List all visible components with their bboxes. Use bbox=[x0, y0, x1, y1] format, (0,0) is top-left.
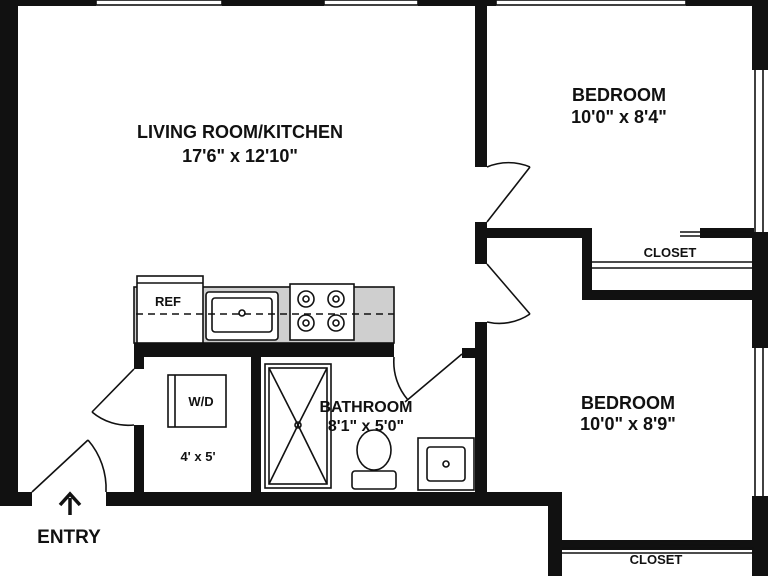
burner-4 bbox=[327, 314, 345, 332]
door-entry[interactable] bbox=[31, 439, 89, 493]
wall-center-lower bbox=[475, 322, 487, 496]
window-top-a bbox=[95, 0, 223, 6]
washer-dryer-label: W/D bbox=[188, 394, 213, 409]
burner-3 bbox=[297, 314, 315, 332]
wall-right-c bbox=[752, 496, 768, 576]
wall-top-a bbox=[0, 0, 96, 6]
bath-sink bbox=[426, 446, 466, 482]
wall-laundry-left-b bbox=[134, 425, 144, 496]
kitchen bbox=[133, 275, 395, 344]
doors bbox=[31, 161, 531, 493]
wall-bottom-a bbox=[0, 492, 32, 506]
wall-laundry-bath bbox=[251, 343, 261, 496]
wall-closet1-bottom bbox=[582, 290, 754, 300]
wall-center-upper bbox=[475, 0, 487, 167]
toilet-tank bbox=[351, 470, 397, 490]
refrigerator-label: REF bbox=[155, 294, 181, 309]
bathroom bbox=[264, 363, 475, 491]
wall-closet1-top bbox=[485, 228, 592, 238]
bedroom1-dims: 10'0" x 8'4" bbox=[571, 107, 667, 127]
closet-doors bbox=[562, 231, 754, 554]
entry-arrow-icon bbox=[58, 491, 82, 515]
door-laundry[interactable] bbox=[91, 368, 135, 413]
wall-kitchen-bath bbox=[134, 343, 394, 357]
closet2-label: CLOSET bbox=[630, 552, 683, 567]
stove bbox=[289, 283, 355, 341]
labels: LIVING ROOM/KITCHEN 17'6" x 12'10" BEDRO… bbox=[37, 85, 696, 567]
wall-left bbox=[0, 0, 18, 496]
wall-bottom-step bbox=[548, 492, 562, 576]
living-room-dims: 17'6" x 12'10" bbox=[182, 146, 298, 166]
refrigerator bbox=[136, 275, 204, 344]
wall-bottom-right bbox=[548, 540, 752, 550]
door-bedroom1[interactable] bbox=[486, 166, 531, 223]
wall-center-mid bbox=[475, 222, 487, 264]
door-bathroom-swing bbox=[392, 356, 409, 401]
laundry bbox=[167, 374, 227, 428]
door-laundry-swing bbox=[91, 411, 135, 427]
burner-1 bbox=[297, 290, 315, 308]
entry-label: ENTRY bbox=[37, 527, 101, 548]
bathroom-dims: 8'1" x 5'0" bbox=[328, 418, 404, 435]
windows bbox=[95, 0, 764, 496]
laundry-dims: 4' x 5' bbox=[180, 449, 215, 464]
wall-top-d bbox=[686, 0, 768, 6]
wall-right-b bbox=[752, 232, 768, 348]
wall-kitchen-bath-r bbox=[462, 348, 480, 358]
wall-right-a bbox=[752, 0, 768, 70]
closet1-label: CLOSET bbox=[644, 245, 697, 260]
bedroom2-dims: 10'0" x 8'9" bbox=[580, 414, 676, 434]
window-top-b bbox=[323, 0, 419, 6]
wall-laundry-left-a bbox=[134, 343, 144, 369]
wall-bottom-b bbox=[106, 492, 562, 506]
living-room-name: LIVING ROOM/KITCHEN bbox=[137, 122, 343, 142]
door-bedroom2-swing bbox=[486, 313, 531, 325]
washer-dryer bbox=[167, 374, 227, 428]
toilet-bowl bbox=[356, 429, 392, 471]
window-top-c bbox=[495, 0, 687, 6]
door-entry-swing bbox=[87, 439, 107, 493]
bedroom2-name: BEDROOM bbox=[581, 393, 675, 413]
door-bedroom2[interactable] bbox=[486, 263, 531, 315]
bedroom1-name: BEDROOM bbox=[572, 85, 666, 105]
burner-2 bbox=[327, 290, 345, 308]
wall-closet1-top-r bbox=[700, 228, 754, 238]
door-bathroom[interactable] bbox=[404, 353, 463, 403]
wall-top-b bbox=[222, 0, 324, 6]
bathroom-name: BATHROOM bbox=[319, 399, 412, 416]
wall-closet1-left bbox=[582, 228, 592, 300]
wall-top-c bbox=[418, 0, 496, 6]
door-bedroom1-swing bbox=[486, 161, 531, 168]
